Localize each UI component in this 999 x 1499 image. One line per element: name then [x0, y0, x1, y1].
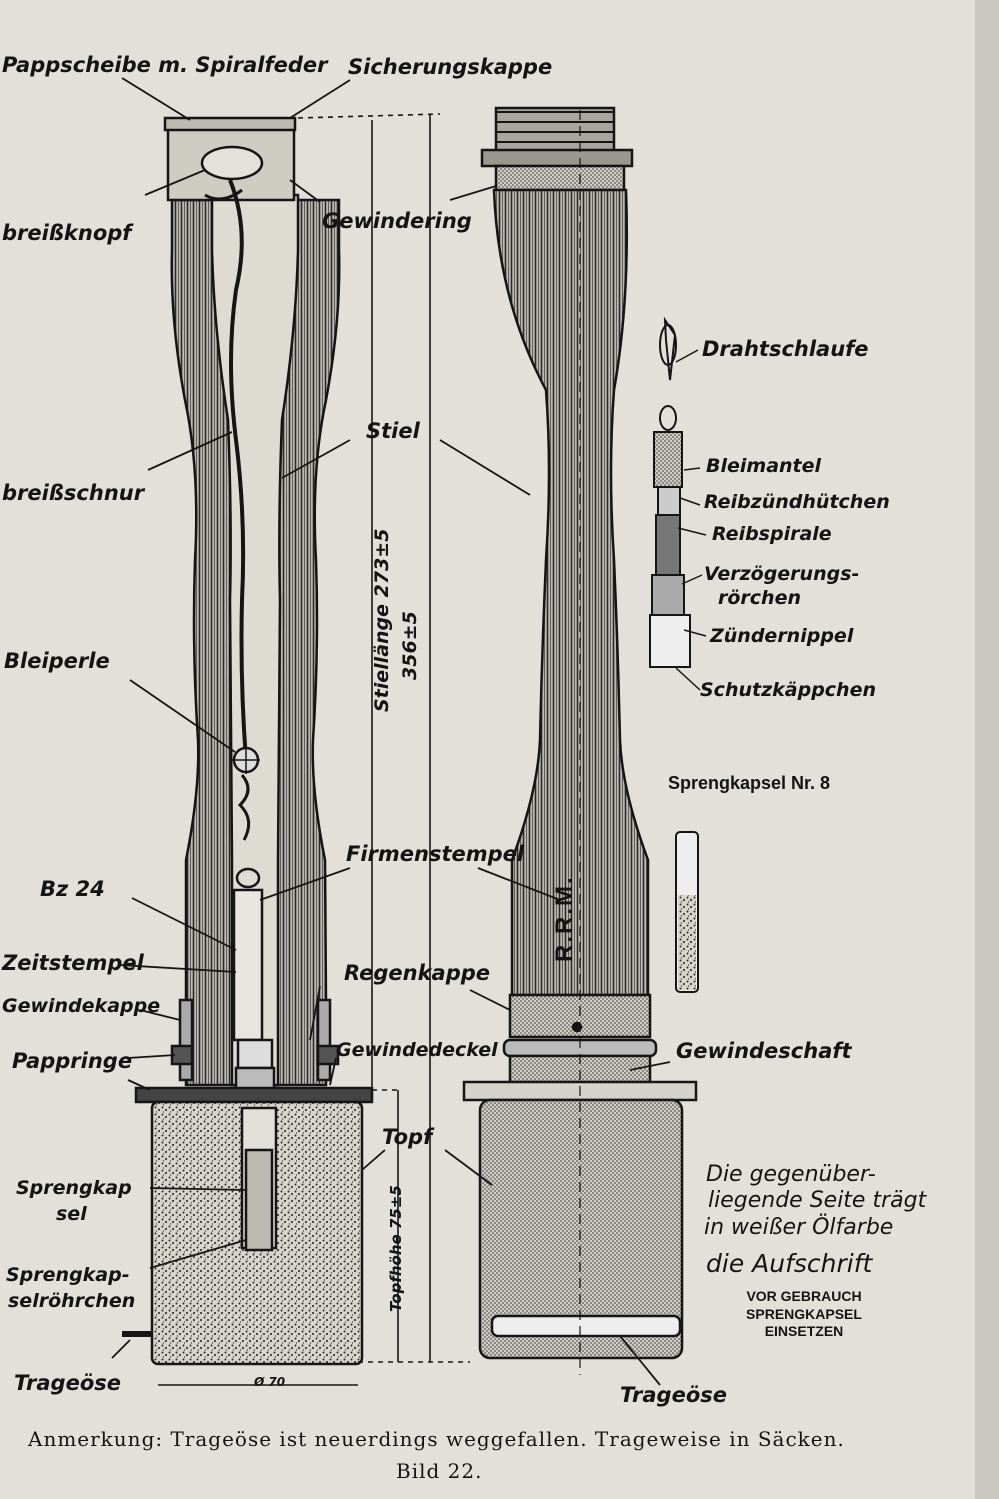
leader-lines-left [111, 77, 531, 1359]
footer-bild: Bild 22. [396, 1459, 483, 1483]
note-line-1: Die gegenüber- [706, 1162, 876, 1187]
label-sicherungskappe: Sicherungskappe [348, 55, 553, 79]
label-gewindering: Gewindering [322, 209, 472, 233]
leader-lines-middle [444, 185, 671, 1386]
label-rrm: R.R.M. [551, 875, 578, 962]
igniter-assembly [649, 316, 691, 668]
label-zuendernippel: Zündernippel [710, 625, 854, 647]
label-trageoese-right: Trageöse [620, 1383, 727, 1407]
left-cutaway-grenade [122, 116, 374, 1386]
label-abreissschnur: breißschnur [2, 481, 145, 505]
note-line-3: in weißer Ölfarbe [704, 1215, 894, 1240]
label-schutzkaeppchen: Schutzkäppchen [700, 679, 877, 701]
label-sprengkapsel-title: Sprengkapsel Nr. 8 [668, 773, 831, 793]
note-caps-2: SPRENGKAPSEL [746, 1305, 862, 1322]
label-stiel: Stiel [366, 419, 420, 443]
label-firmenstempel: Firmenstempel [346, 842, 525, 866]
leader-lines-igniter [675, 349, 707, 691]
label-zeitstempel: Zeitstempel [2, 951, 144, 975]
right-exterior-grenade [462, 106, 698, 1375]
sprengkapsel-detail [675, 831, 699, 993]
note-caps: VOR GEBRAUCH SPRENGKAPSEL EINSETZEN [744, 1288, 864, 1341]
label-drahtschlaufe: Drahtschlaufe [702, 337, 869, 361]
label-bleimantel: Bleimantel [706, 455, 822, 477]
label-abreissknopf: breißknopf [2, 221, 132, 245]
label-roehrchen-2: selröhrchen [8, 1290, 136, 1312]
label-gewindedeckel: Gewindedeckel [336, 1039, 498, 1061]
note-caps-3: EINSETZEN [764, 1323, 844, 1339]
label-regenkappe: Regenkappe [344, 961, 491, 985]
note-caps-1: VOR GEBRAUCH [746, 1288, 862, 1304]
label-sprengkapsel-1: Sprengkap [16, 1177, 132, 1199]
label-gewindekappe: Gewindekappe [2, 995, 161, 1017]
label-gewindeschaft: Gewindeschaft [676, 1039, 852, 1063]
label-topfhoehe: Topfhöhe 75±5 [387, 1185, 405, 1312]
label-bleiperle: Bleiperle [4, 649, 110, 673]
note-line-4: die Aufschrift [706, 1249, 873, 1278]
label-reibspirale: Reibspirale [712, 523, 832, 545]
footer-anmerkung: Anmerkung: Trageöse ist neuerdings wegge… [28, 1427, 845, 1451]
note-line-2: liegende Seite trägt [708, 1188, 927, 1213]
label-verzoegerung-2: rörchen [718, 587, 801, 609]
label-diameter: Ø 70 [254, 1375, 286, 1389]
label-sprengkapsel-2: sel [56, 1203, 87, 1225]
dimension-lines [297, 113, 470, 1363]
label-stiellaenge: Stiellänge 273±5 [371, 528, 393, 712]
label-topf: Topf [382, 1125, 433, 1149]
label-trageoese-left: Trageöse [14, 1371, 121, 1395]
label-pappringe: Pappringe [12, 1049, 133, 1073]
label-roehrchen-1: Sprengkap- [6, 1264, 130, 1286]
label-verzoegerung-1: Verzögerungs- [704, 563, 860, 585]
label-gesamtlaenge: 356±5 [399, 611, 421, 680]
label-reibzuendhuetchen: Reibzündhütchen [704, 491, 890, 513]
label-pappscheibe: Pappscheibe m. Spiralfeder [2, 53, 328, 77]
label-bz24: Bz 24 [40, 877, 105, 901]
